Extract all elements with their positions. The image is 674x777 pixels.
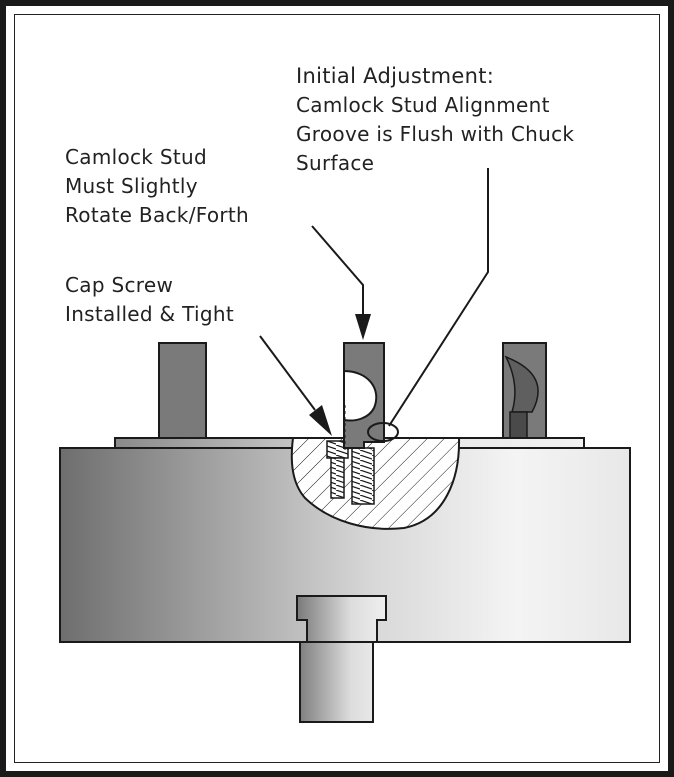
callout-line: Groove is Flush with Chuck — [296, 122, 575, 146]
left-stud — [158, 342, 207, 439]
callout-line: Camlock Stud — [65, 145, 207, 169]
cap-screw-hole-thread — [331, 458, 344, 498]
callout-initial-adjustment: Initial Adjustment: Camlock Stud Alignme… — [296, 62, 574, 178]
alignment-groove-marker — [367, 422, 399, 442]
leader-initial-adjustment — [388, 168, 489, 427]
spindle — [296, 595, 387, 723]
right-stud-screw — [509, 411, 528, 439]
cap-screw-head-thread — [327, 441, 348, 458]
leader-cap-screw — [259, 335, 316, 411]
stud-shank-thread — [352, 448, 374, 504]
callout-line: Camlock Stud Alignment — [296, 93, 550, 117]
right-stud-groove — [504, 355, 539, 413]
callout-line: Surface — [296, 151, 375, 175]
leader-camlock-rotate — [311, 225, 364, 317]
callout-line: Cap Screw — [65, 273, 174, 297]
callout-cap-screw: Cap Screw Installed & Tight — [65, 271, 234, 329]
arrow-cap-screw — [309, 405, 332, 436]
center-stud-groove — [343, 369, 378, 422]
inner-frame — [14, 14, 660, 763]
callout-line: Must Slightly — [65, 174, 198, 198]
callout-line: Installed & Tight — [65, 302, 234, 326]
callout-heading: Initial Adjustment: — [296, 64, 495, 88]
callout-camlock-rotate: Camlock Stud Must Slightly Rotate Back/F… — [65, 143, 249, 230]
arrow-camlock-rotate — [355, 314, 371, 340]
callout-line: Rotate Back/Forth — [65, 203, 249, 227]
